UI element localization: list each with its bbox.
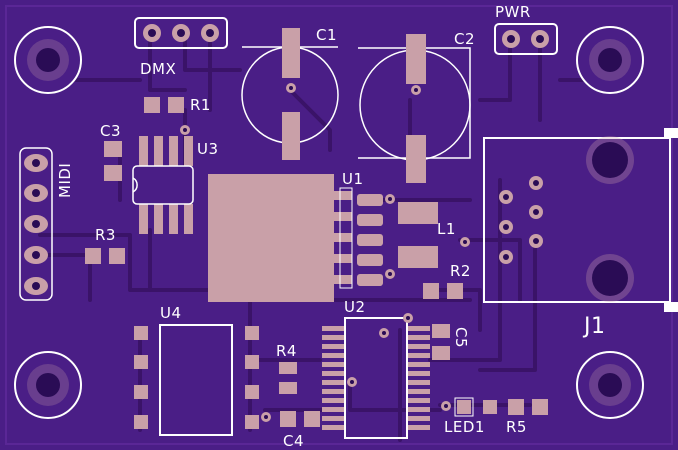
c4-label: C4 (283, 432, 304, 450)
mounting-hole-bottom-left (14, 351, 82, 419)
resistor-r3 (85, 248, 125, 264)
u1-passives (357, 194, 470, 286)
l1-label: L1 (437, 220, 456, 238)
pwr-header (494, 23, 558, 55)
mounting-hole-bottom-right (576, 351, 644, 419)
u4-label: U4 (160, 304, 182, 322)
r3-label: R3 (95, 226, 116, 244)
pwr-label: PWR (495, 3, 531, 21)
module-u4 (134, 324, 259, 436)
capacitor-c1 (241, 28, 339, 160)
regulator-u1 (208, 174, 353, 302)
c5-label: C5 (452, 327, 470, 348)
resistor-r5 (508, 399, 548, 415)
u3-label: U3 (197, 140, 219, 158)
r5-label: R5 (506, 418, 527, 436)
resistor-r1 (144, 97, 184, 113)
r2-label: R2 (450, 262, 471, 280)
ic-u3 (132, 136, 194, 234)
u1-label: U1 (342, 170, 364, 188)
mounting-hole-top-left (14, 26, 82, 94)
capacitor-c2 (358, 34, 471, 183)
board-outline (5, 5, 673, 445)
ic-u2 (322, 313, 430, 439)
connector-j1 (483, 128, 678, 312)
midi-label: MIDI (56, 163, 74, 198)
r4-label: R4 (276, 342, 297, 360)
c1-label: C1 (316, 26, 337, 44)
u2-label: U2 (344, 298, 366, 316)
led-led1 (441, 397, 497, 417)
midi-header (19, 147, 53, 301)
r1-label: R1 (190, 96, 211, 114)
c3-label: C3 (100, 122, 121, 140)
mounting-hole-top-right (576, 26, 644, 94)
c2-label: C2 (454, 30, 475, 48)
led1-label: LED1 (444, 418, 485, 436)
capacitor-c3 (104, 141, 122, 181)
dmx-header (134, 17, 228, 49)
dmx-label: DMX (140, 60, 176, 78)
capacitor-c5 (432, 324, 450, 360)
j1-label: J1 (582, 314, 606, 339)
resistor-r4 (279, 362, 297, 394)
resistor-r2 (423, 283, 463, 299)
capacitor-c4 (261, 411, 320, 427)
